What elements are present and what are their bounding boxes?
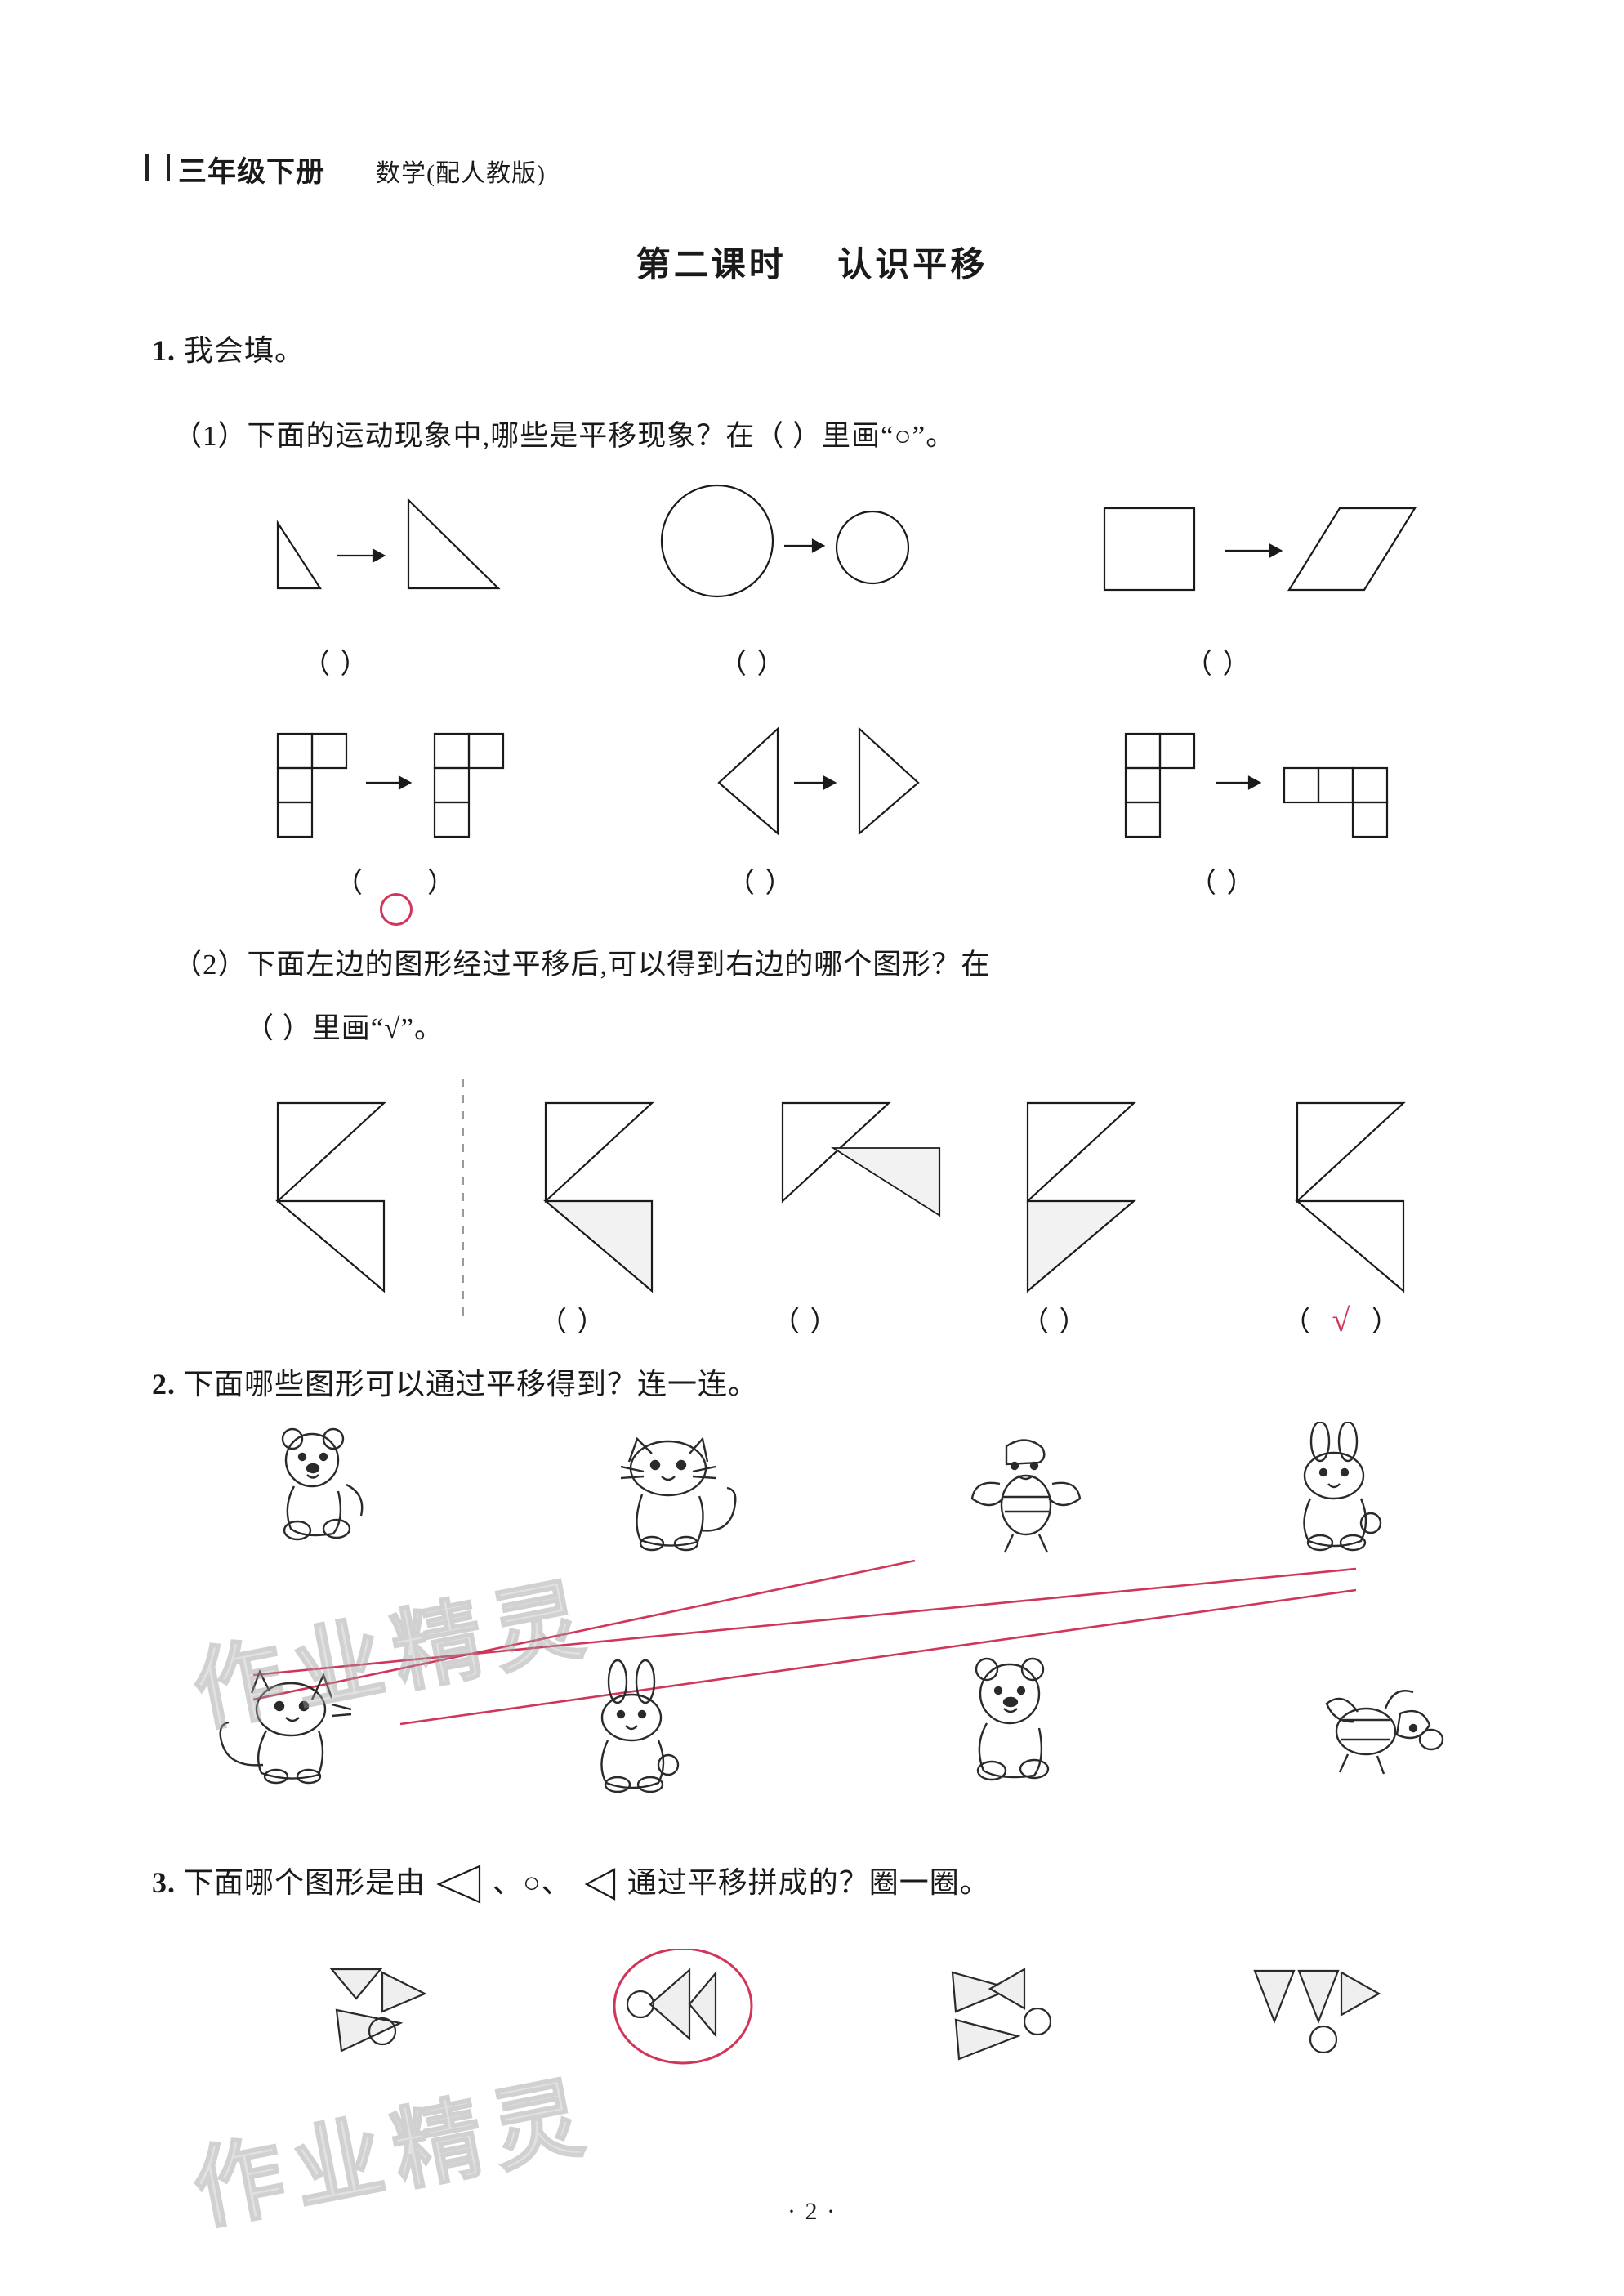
answer-paren-3-2[interactable]: （ ）: [772, 1307, 840, 1338]
animal-rabbit-2: [600, 1659, 680, 1793]
figure-square-to-parallelogram: [1103, 507, 1417, 592]
inline-triangle-icon: [436, 1865, 481, 1904]
header-subject: 数学(配人教版): [376, 160, 546, 187]
figure-source-zigzag: [274, 1101, 386, 1293]
question-1-number: 1.: [152, 334, 176, 367]
question-1-sub-3: （ ）里画“√”。: [245, 1012, 444, 1044]
answer-circle-mark: ○: [379, 893, 413, 926]
animal-bear-2: [975, 1657, 1050, 1781]
question-1-sub-1: （1）下面的运动现象中,哪些是平移现象？在（ ）里画“○”。: [173, 420, 956, 452]
inline-small-triangle-icon: [584, 1868, 615, 1901]
paren-open: （: [1283, 1307, 1312, 1338]
question-3-number: 3.: [152, 1866, 176, 1899]
q3-option-1[interactable]: [319, 1961, 457, 2075]
question-2-text: 下面哪些图形可以通过平移得到？连一连。: [184, 1368, 759, 1400]
header-grade: 三年级下册: [178, 156, 326, 188]
title-name: 认识平移: [837, 247, 988, 284]
answer-check-mark: √: [1332, 1302, 1352, 1338]
answer-paren-2-2[interactable]: （ ）: [727, 869, 795, 899]
q3-option-3[interactable]: [939, 1961, 1086, 2075]
answer-paren-3-3[interactable]: （ ）: [1021, 1307, 1089, 1338]
question-3-text-c: 通过平移拼成的？圈一圈。: [627, 1866, 990, 1899]
question-3-text-a: 下面哪个图形是由: [184, 1866, 426, 1899]
answer-paren-1-3[interactable]: （ ）: [1185, 650, 1252, 680]
question-2-number: 2.: [152, 1368, 176, 1400]
question-1-sub-2: （2）下面左边的图形经过平移后,可以得到右边的哪个图形？在: [173, 949, 991, 980]
figure-option-3[interactable]: [1005, 1087, 1209, 1307]
answer-paren-2-3[interactable]: （ ）: [1189, 869, 1256, 899]
connector-lines: [252, 1559, 1357, 1726]
answer-paren-3-4[interactable]: （ √ ）: [1283, 1299, 1401, 1339]
header-bars-icon: [145, 154, 170, 181]
answer-paren-1-1[interactable]: （ ）: [302, 650, 370, 680]
page-title: 第二课时 认识平移: [0, 237, 1624, 287]
figure-option-2[interactable]: [760, 1087, 964, 1307]
question-3-text-b: 、○、: [493, 1866, 572, 1899]
question-1-text: 我会填。: [184, 334, 306, 367]
answer-paren-3-1[interactable]: （ ）: [539, 1307, 607, 1338]
figure-grid-shape-rotate: [1124, 732, 1389, 838]
figure-grid-shape-translate: [276, 732, 505, 838]
figure-option-1[interactable]: [523, 1087, 711, 1307]
animal-bee-1: [970, 1439, 1082, 1553]
figure-circle-shrink: [660, 484, 910, 598]
answer-paren-2-1[interactable]: （ ○ ）: [335, 860, 457, 926]
question-1: 1. 我会填。: [152, 327, 305, 369]
figure-triangle-enlarge: [276, 498, 501, 590]
question-3: 3. 下面哪个图形是由 、○、 通过平移拼成的？圈一圈。: [152, 1859, 990, 1905]
animal-cat-1: [620, 1436, 737, 1552]
page-footer: · 2 ·: [787, 2198, 837, 2225]
page-header: 三年级下册 数学(配人教版): [145, 149, 1485, 190]
figure-option-4[interactable]: [1274, 1087, 1479, 1307]
animal-bee-2: [1325, 1690, 1444, 1775]
paren-close: ）: [1371, 1307, 1401, 1338]
q3-option-4[interactable]: [1242, 1961, 1389, 2075]
divider-dashed: [462, 1079, 464, 1324]
paren-close: ）: [427, 869, 457, 899]
q3-option-2-correct[interactable]: [605, 1949, 760, 2088]
animal-bear-1: [281, 1427, 364, 1541]
paren-open: （: [335, 869, 364, 899]
answer-paren-1-2[interactable]: （ ）: [719, 650, 787, 680]
question-2: 2. 下面哪些图形可以通过平移得到？连一连。: [152, 1360, 758, 1403]
figure-arrow-shape-flip: [717, 726, 920, 836]
title-lesson: 第二课时: [636, 247, 787, 284]
animal-rabbit-1: [1303, 1422, 1382, 1552]
animal-cat-2: [219, 1669, 351, 1785]
